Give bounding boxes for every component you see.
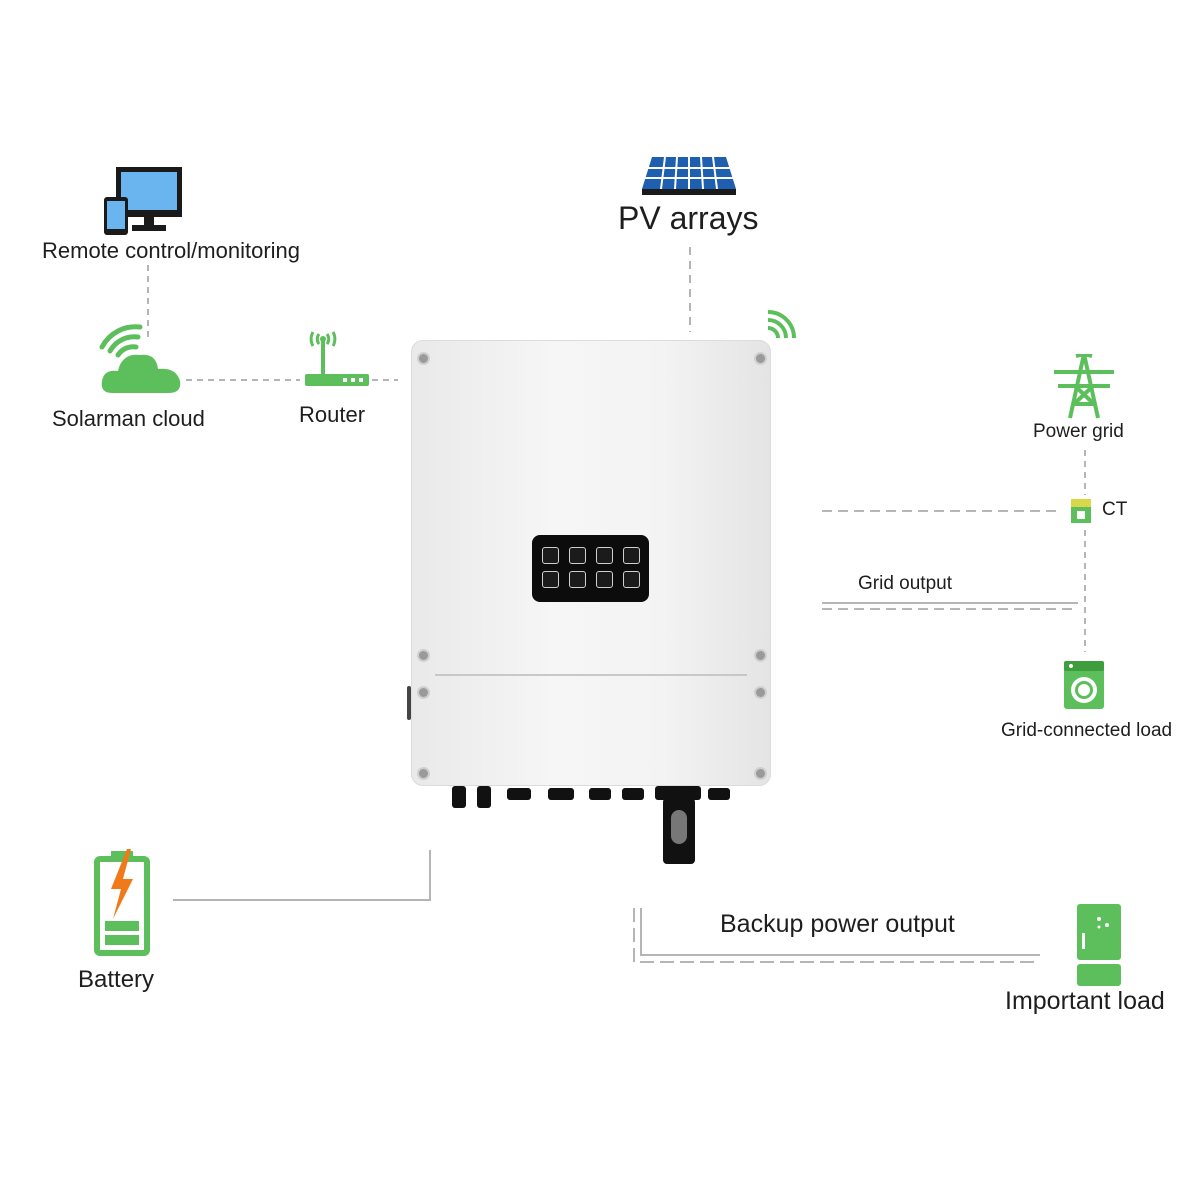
ac-cable-clip (671, 810, 687, 844)
backup-label: Backup power output (720, 910, 955, 938)
line-backup-inner (640, 908, 1040, 956)
remote-label: Remote control/monitoring (42, 238, 301, 263)
monitor-phone-icon (104, 167, 182, 235)
panel-button[interactable] (542, 571, 559, 588)
inverter-side-handle (407, 686, 411, 720)
pv-label: PV arrays (618, 200, 759, 236)
screw (417, 352, 430, 365)
washing-machine-icon (1064, 661, 1104, 709)
screw (417, 649, 430, 662)
wifi-icon (767, 310, 796, 338)
screw (417, 686, 430, 699)
pv-connector (477, 786, 491, 808)
port (622, 788, 644, 800)
ct-label: CT (1102, 499, 1128, 520)
panel-button[interactable] (569, 571, 586, 588)
panel-button[interactable] (623, 571, 640, 588)
screw (754, 686, 767, 699)
control-panel (532, 535, 649, 602)
grid-output-label: Grid output (858, 573, 952, 594)
port (507, 788, 531, 800)
ac-cable (663, 798, 695, 864)
panel-button[interactable] (542, 547, 559, 564)
ct-clamp-icon (1071, 499, 1091, 523)
pv-connector (452, 786, 466, 808)
ac-cable-gland (655, 786, 701, 800)
inverter-divider (435, 674, 747, 676)
solar-panel-icon (642, 156, 736, 195)
battery-icon (94, 849, 150, 956)
cloud-wifi-icon (99, 324, 181, 393)
battery-label: Battery (78, 966, 155, 993)
line-backup-solid (633, 908, 1040, 963)
panel-button[interactable] (596, 547, 613, 564)
panel-button[interactable] (596, 571, 613, 588)
power-tower-icon (1054, 354, 1114, 419)
screw (754, 767, 767, 780)
important-load-label: Important load (1005, 987, 1165, 1015)
panel-button[interactable] (623, 547, 640, 564)
screw (754, 352, 767, 365)
power-grid-label: Power grid (1033, 421, 1124, 442)
port (589, 788, 611, 800)
port (548, 788, 574, 800)
line-battery (173, 850, 431, 901)
grid-load-label: Grid-connected load (1001, 720, 1173, 741)
screw (417, 767, 430, 780)
router-label: Router (299, 402, 366, 427)
router-icon (305, 331, 369, 386)
cloud-label: Solarman cloud (52, 406, 205, 431)
port (708, 788, 730, 800)
refrigerator-icon (1077, 904, 1121, 986)
panel-button[interactable] (569, 547, 586, 564)
screw (754, 649, 767, 662)
